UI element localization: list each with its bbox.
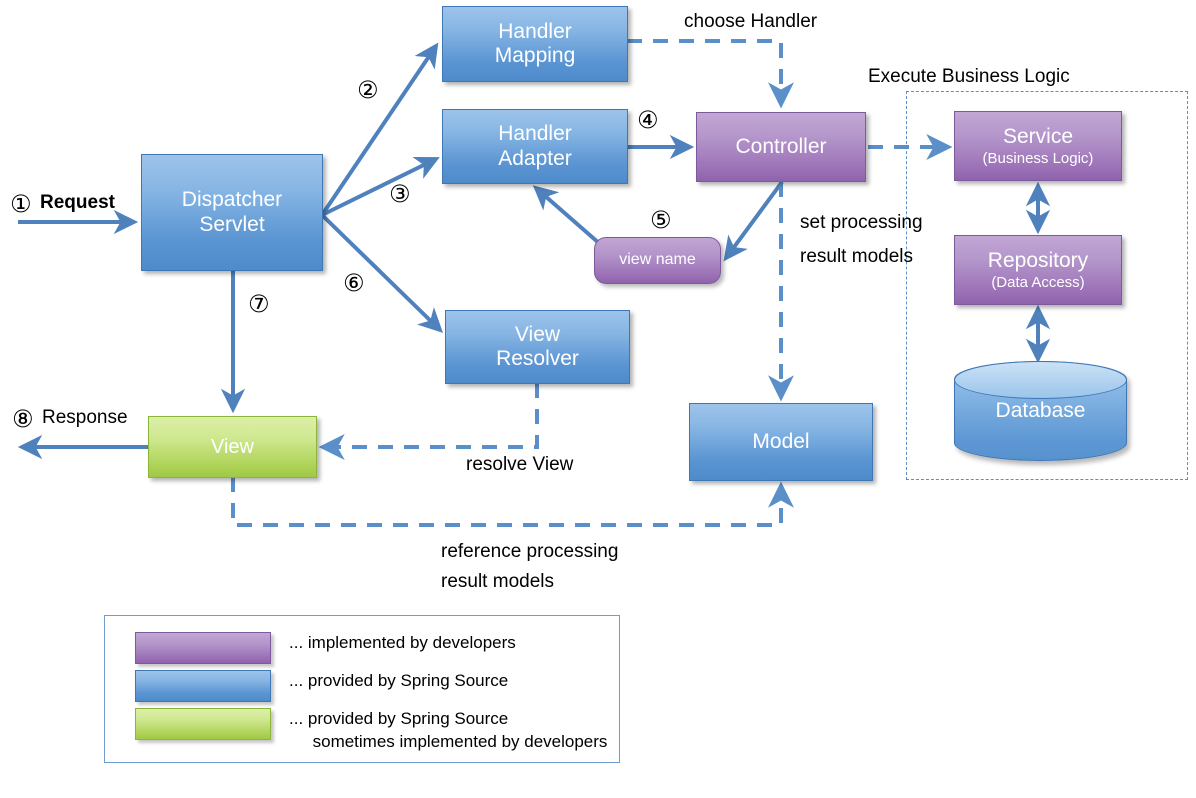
legend-item: ... provided by Spring Source sometimes … — [135, 708, 607, 754]
legend-swatch-green — [135, 708, 271, 740]
dispatcher-servlet-label-line2: Servlet — [199, 212, 265, 236]
node-handler-adapter[interactable]: Handler Adapter — [442, 109, 628, 184]
step-number-6: ⑥ — [343, 270, 365, 297]
handler-mapping-label-line1: Handler — [498, 19, 572, 43]
legend-label-purple: ... implemented by developers — [289, 633, 516, 652]
step-number-7: ⑦ — [248, 291, 270, 318]
label-request: Request — [40, 192, 115, 213]
legend-panel: ... implemented by developers ... provid… — [104, 615, 620, 763]
dispatcher-servlet-label-line1: Dispatcher — [181, 188, 283, 212]
node-view-resolver[interactable]: View Resolver — [445, 310, 630, 384]
legend-label-blue: ... provided by Spring Source — [289, 671, 509, 690]
repository-label: Repository — [987, 248, 1089, 272]
arrow-step6 — [320, 213, 444, 333]
execute-business-logic-group — [906, 91, 1188, 480]
node-model[interactable]: Model — [689, 403, 873, 481]
legend-item: ... implemented by developers — [135, 632, 516, 664]
step-number-4: ④ — [637, 107, 659, 134]
label-execute-business-logic: Execute Business Logic — [868, 66, 1070, 87]
node-repository[interactable]: Repository (Data Access) — [954, 235, 1122, 305]
step-number-2: ② — [357, 77, 379, 104]
view-label: View — [211, 435, 254, 458]
node-view-name[interactable]: view name — [594, 237, 721, 284]
label-response: Response — [42, 407, 128, 428]
dashed-choose-handler — [627, 39, 794, 109]
label-choose-handler: choose Handler — [684, 11, 818, 32]
node-dispatcher-servlet[interactable]: Dispatcher Servlet — [141, 154, 323, 271]
service-label: Service — [1002, 124, 1074, 148]
handler-adapter-label-line1: Handler — [498, 122, 572, 146]
view-name-label: view name — [619, 251, 696, 269]
legend-item: ... provided by Spring Source — [135, 670, 508, 702]
service-sublabel: (Business Logic) — [982, 149, 1094, 167]
dashed-reference-models — [231, 477, 794, 527]
step-number-3: ③ — [389, 181, 411, 208]
node-view[interactable]: View — [148, 416, 317, 478]
node-handler-mapping[interactable]: Handler Mapping — [442, 6, 628, 82]
legend-swatch-purple — [135, 632, 271, 664]
repository-sublabel: (Data Access) — [991, 273, 1085, 291]
database-label: Database — [995, 399, 1086, 422]
legend-label-green: ... provided by Spring Source sometimes … — [289, 709, 608, 751]
label-reference-line1: reference processing — [441, 541, 619, 562]
arrow-step2 — [320, 42, 439, 217]
legend-swatch-blue — [135, 670, 271, 702]
arrow-viewname-to-handleradapter — [532, 185, 602, 246]
database-cylinder-top — [954, 361, 1127, 399]
step-number-1: ① — [10, 191, 32, 218]
handler-adapter-label-line2: Adapter — [498, 146, 572, 170]
label-reference-line2: result models — [441, 571, 554, 592]
model-label: Model — [752, 429, 810, 453]
handler-mapping-label-line2: Mapping — [494, 44, 576, 67]
arrow-step3 — [321, 157, 440, 217]
label-set-processing-line1: set processing — [800, 212, 923, 233]
controller-label: Controller — [735, 134, 827, 158]
label-set-processing-line2: result models — [800, 246, 913, 267]
step-number-5: ⑤ — [650, 207, 672, 234]
node-controller[interactable]: Controller — [696, 112, 866, 182]
arrow-controller-to-viewname — [723, 180, 784, 262]
node-service[interactable]: Service (Business Logic) — [954, 111, 1122, 181]
label-resolve-view: resolve View — [466, 454, 574, 475]
node-database[interactable]: Database — [954, 361, 1127, 461]
view-resolver-label-line2: Resolver — [496, 347, 579, 370]
view-resolver-label-line1: View — [514, 322, 561, 346]
dashed-resolve-view — [318, 383, 539, 460]
step-number-8: ⑧ — [12, 406, 34, 433]
